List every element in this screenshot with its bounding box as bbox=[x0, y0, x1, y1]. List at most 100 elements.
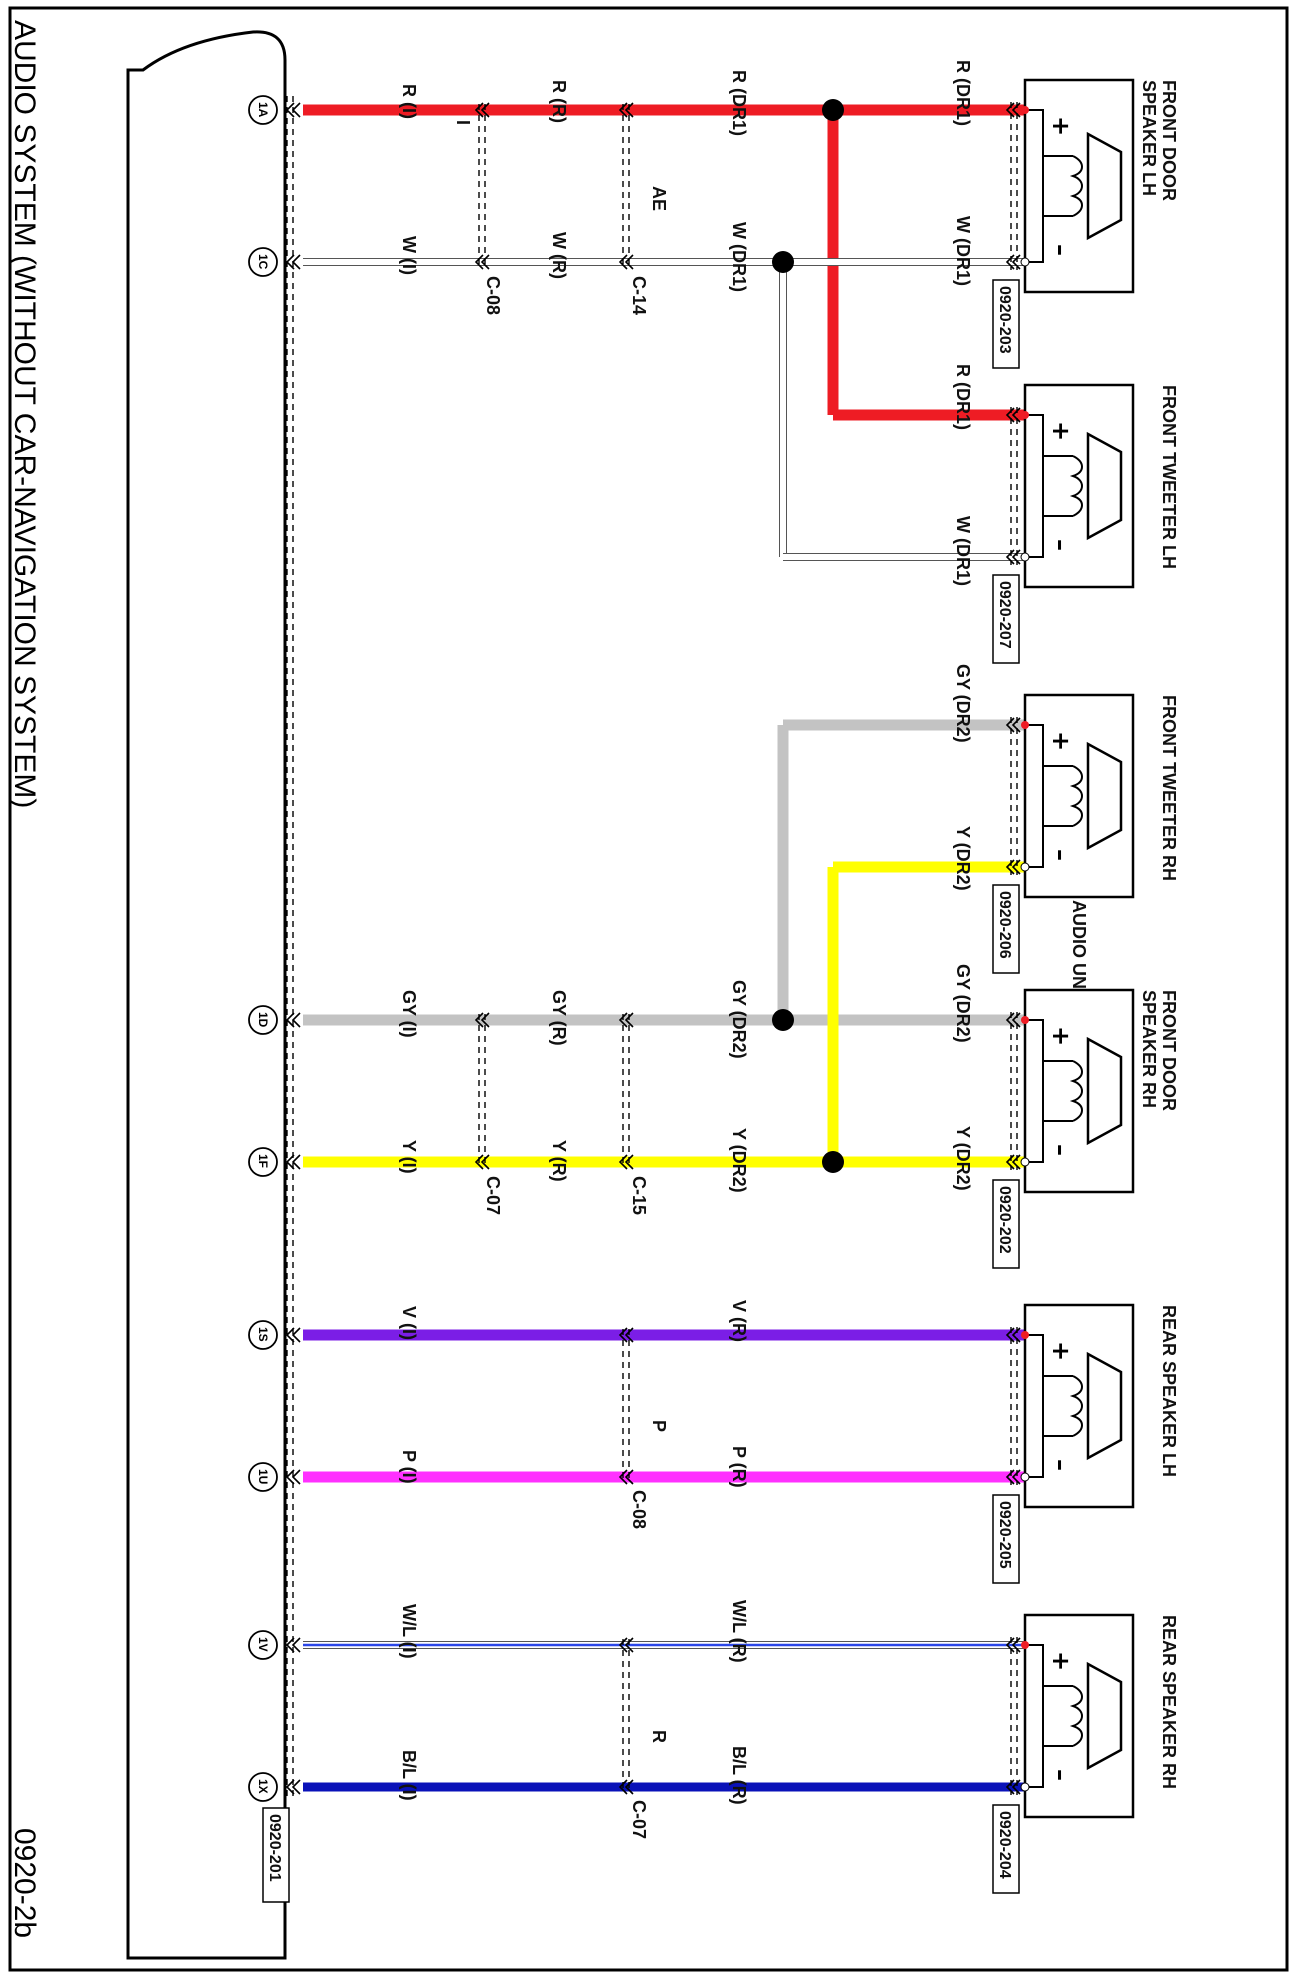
connector-break bbox=[285, 1637, 301, 1653]
splice-dot bbox=[822, 99, 844, 121]
label-bl-r: B/L (R) bbox=[729, 1746, 749, 1805]
label-y-dr2-tw: Y (DR2) bbox=[953, 826, 973, 891]
plus-terminal-icon: + bbox=[1047, 421, 1075, 441]
splice-dot bbox=[772, 251, 794, 273]
minus-terminal-icon: – bbox=[1047, 1769, 1075, 1781]
audio-unit-label: AUDIO UNIT bbox=[1069, 900, 1089, 1005]
connector-break bbox=[1005, 1469, 1021, 1485]
label-r: R bbox=[649, 1730, 669, 1743]
label-c14: C-14 bbox=[629, 276, 649, 315]
svg-text:1S: 1S bbox=[256, 1327, 270, 1342]
connector-break bbox=[1005, 1327, 1021, 1343]
connector-break bbox=[1005, 254, 1021, 270]
connector-break bbox=[1005, 859, 1021, 875]
connector-outlines bbox=[286, 96, 1018, 1800]
svg-text:0920-202: 0920-202 bbox=[996, 1186, 1013, 1254]
connector-break bbox=[618, 1012, 634, 1028]
svg-text:1V: 1V bbox=[256, 1637, 270, 1652]
audio-unit-box bbox=[126, 30, 287, 1960]
label-wl-r: W/L (R) bbox=[729, 1600, 749, 1663]
svg-text:1X: 1X bbox=[256, 1779, 270, 1794]
connector-break bbox=[285, 1779, 301, 1795]
connector-break bbox=[618, 1779, 634, 1795]
connector-break bbox=[474, 1154, 490, 1170]
pin-1x: 1X bbox=[248, 1772, 278, 1802]
svg-text:0920-205: 0920-205 bbox=[996, 1501, 1013, 1569]
svg-text:0920-204: 0920-204 bbox=[996, 1811, 1013, 1879]
label-r-r: R (R) bbox=[549, 80, 569, 123]
speaker-front-tweeter-lh: + – FRONT TWEETER LH 0920-207 bbox=[992, 383, 1179, 664]
minus-terminal-icon: – bbox=[1047, 539, 1075, 551]
speaker-rear-speaker-rh: + – REAR SPEAKER RH 0920-204 bbox=[992, 1613, 1179, 1894]
speaker-name: REAR SPEAKER RH bbox=[1159, 1615, 1179, 1789]
pin-1u: 1U bbox=[248, 1462, 278, 1492]
page-code: 0920-2b bbox=[8, 1828, 41, 1938]
label-w-r: W (R) bbox=[549, 232, 569, 279]
svg-text:0920-206: 0920-206 bbox=[996, 891, 1013, 959]
plus-terminal-icon: + bbox=[1047, 1341, 1075, 1361]
svg-text:0920-201: 0920-201 bbox=[266, 1814, 283, 1882]
speaker-name: FRONT TWEETER RH bbox=[1159, 695, 1179, 881]
speaker-connector-id: 0920-205 bbox=[992, 1494, 1020, 1584]
label-p-i: P (I) bbox=[399, 1450, 419, 1484]
connector-break bbox=[618, 254, 634, 270]
connector-break bbox=[1005, 407, 1021, 423]
connector-break bbox=[618, 1637, 634, 1653]
plus-terminal-icon: + bbox=[1047, 1651, 1075, 1671]
label-c08: C-08 bbox=[483, 276, 503, 315]
splice-dot bbox=[772, 1009, 794, 1031]
audio-unit-connector-id: 0920-201 bbox=[262, 1807, 290, 1903]
page-border bbox=[8, 6, 1289, 1972]
speaker-connector-id: 0920-203 bbox=[992, 279, 1020, 369]
speaker-connector-id: 0920-207 bbox=[992, 574, 1020, 664]
connector-break bbox=[474, 254, 490, 270]
connector-break bbox=[474, 1012, 490, 1028]
pin-1d: 1D bbox=[248, 1005, 278, 1035]
speaker-name: FRONT TWEETER LH bbox=[1159, 385, 1179, 569]
pin-1a: 1A bbox=[248, 95, 278, 125]
label-gy-dr2-tw: GY (DR2) bbox=[953, 664, 973, 743]
connector-break bbox=[618, 1154, 634, 1170]
connector-break bbox=[285, 1154, 301, 1170]
speaker-connector-id: 0920-206 bbox=[992, 884, 1020, 974]
speaker-connector-id: 0920-202 bbox=[992, 1179, 1020, 1269]
label-w-dr1-tw: W (DR1) bbox=[953, 516, 973, 586]
connector-break bbox=[285, 1327, 301, 1343]
svg-text:1A: 1A bbox=[256, 102, 270, 118]
connector-break bbox=[285, 1469, 301, 1485]
svg-text:1C: 1C bbox=[256, 254, 270, 270]
speaker-name-2: SPEAKER RH bbox=[1139, 990, 1159, 1108]
minus-terminal-icon: – bbox=[1047, 1144, 1075, 1156]
minus-terminal-icon: – bbox=[1047, 849, 1075, 861]
connector-break bbox=[1005, 1779, 1021, 1795]
label-y-dr2: Y (DR2) bbox=[953, 1126, 973, 1191]
svg-text:0920-207: 0920-207 bbox=[996, 581, 1013, 649]
label-y-i: Y (I) bbox=[399, 1140, 419, 1174]
pin-1c: 1C bbox=[248, 247, 278, 277]
connector-break bbox=[1005, 1637, 1021, 1653]
label-r-dr1-tw: R (DR1) bbox=[953, 364, 973, 430]
label-v-i: V (I) bbox=[399, 1306, 419, 1340]
label-p-r: P (R) bbox=[729, 1446, 749, 1488]
connector-break bbox=[618, 1327, 634, 1343]
connector-break bbox=[285, 102, 301, 118]
label-c15: C-15 bbox=[629, 1176, 649, 1215]
svg-text:0920-203: 0920-203 bbox=[996, 286, 1013, 354]
label-y-dr2-mid: Y (DR2) bbox=[729, 1128, 749, 1193]
svg-text:1U: 1U bbox=[256, 1469, 270, 1484]
connector-break bbox=[1005, 717, 1021, 733]
label-ae: AE bbox=[649, 186, 669, 211]
label-wl-i: W/L (I) bbox=[399, 1604, 419, 1659]
speaker-name: FRONT DOOR bbox=[1159, 80, 1179, 201]
label-gy-dr2: GY (DR2) bbox=[953, 964, 973, 1043]
connector-break bbox=[285, 254, 301, 270]
connector-break bbox=[618, 102, 634, 118]
speaker-name: REAR SPEAKER LH bbox=[1159, 1305, 1179, 1477]
pin-1s: 1S bbox=[248, 1320, 278, 1350]
label-i: I bbox=[453, 120, 473, 125]
